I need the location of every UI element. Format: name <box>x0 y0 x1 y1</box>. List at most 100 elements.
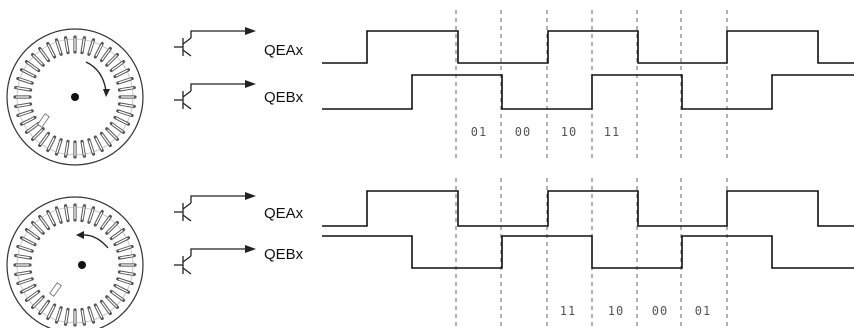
signal-arrowhead-icon <box>245 80 256 88</box>
encoder-slot-highlight <box>65 206 69 220</box>
encoder-slot-highlight <box>95 212 103 225</box>
encoder-slot-highlight <box>115 285 128 293</box>
encoder-slot-highlight <box>95 137 103 150</box>
waveform-qebx-1 <box>322 74 854 110</box>
waveform-qeax-1 <box>322 30 854 64</box>
encoder-slot-highlight <box>65 310 69 324</box>
encoder-slot-highlight <box>32 297 43 308</box>
state-label: 00 <box>515 125 531 139</box>
rotation-arrow-curve <box>85 61 107 92</box>
encoder-disk-2 <box>6 196 144 328</box>
waveform-qebx-2 <box>322 235 854 269</box>
state-label: 11 <box>604 125 620 139</box>
encoder-slot-highlight <box>27 123 39 133</box>
signal-label-qebx: QEBx <box>264 89 304 106</box>
encoder-slot-highlight <box>27 229 39 239</box>
encoder-slot-highlight <box>111 291 123 301</box>
signal-arrowhead-icon <box>245 245 256 253</box>
encoder-slot-highlight <box>120 103 134 107</box>
panel-2: QEAx QEBx 11 10 00 01 <box>6 178 854 328</box>
encoder-slot-highlight <box>22 285 35 293</box>
phototransistor-qea-2 <box>174 192 256 222</box>
encoder-slot-highlight <box>16 87 30 91</box>
state-label: 10 <box>561 125 577 139</box>
encoder-slot-highlight <box>18 78 32 84</box>
encoder-slot-highlight <box>115 117 128 125</box>
encoder-slot-highlight <box>39 301 49 313</box>
rotation-arrowhead-icon <box>103 89 110 97</box>
signal-label-qeax: QEAx <box>264 42 304 59</box>
encoder-slot-highlight <box>32 54 43 65</box>
encoder-slot-highlight <box>27 61 39 71</box>
state-label: 01 <box>471 125 487 139</box>
encoder-slot-highlight <box>101 301 111 313</box>
encoder-slot-highlight <box>65 38 69 52</box>
encoder-slot-highlight <box>47 44 55 57</box>
encoder-slot-highlight <box>16 103 30 107</box>
encoder-slot-highlight <box>27 291 39 301</box>
encoder-slot-highlight <box>22 117 35 125</box>
encoder-slot-highlight <box>111 123 123 133</box>
encoder-slot-highlight <box>47 137 55 150</box>
encoder-slot-highlight <box>16 255 30 259</box>
encoder-slot-highlight <box>115 69 128 77</box>
encoder-slot-highlight <box>32 129 43 140</box>
encoder-shaft-dot <box>71 93 79 101</box>
encoder-slot-highlight <box>101 217 111 229</box>
encoder-slot-highlight <box>39 133 49 145</box>
rotation-arrow-curve <box>81 234 109 249</box>
rotation-arrowhead-icon <box>76 231 84 239</box>
encoder-slot-highlight <box>111 229 123 239</box>
encoder-slot-highlight <box>16 271 30 275</box>
encoder-disk-1 <box>6 28 144 166</box>
encoder-slot-highlight <box>107 222 118 233</box>
signal-label-qebx: QEBx <box>264 246 304 263</box>
encoder-slot-highlight <box>32 222 43 233</box>
encoder-slot-highlight <box>107 54 118 65</box>
encoder-slot-highlight <box>95 305 103 318</box>
encoder-slot-highlight <box>56 140 62 154</box>
phototransistor-qea-1 <box>174 27 256 57</box>
encoder-slot-highlight <box>18 246 32 252</box>
encoder-slot-highlight <box>101 133 111 145</box>
encoder-slot-highlight <box>22 69 35 77</box>
state-label: 11 <box>560 304 576 318</box>
encoder-slot-highlight <box>81 206 85 220</box>
encoder-slot-highlight <box>88 140 94 154</box>
encoder-slot-highlight <box>120 271 134 275</box>
phototransistor-qeb-1 <box>174 80 256 110</box>
encoder-slot-highlight <box>39 49 49 61</box>
signal-arrowhead-icon <box>245 192 256 200</box>
signal-arrowhead-icon <box>245 27 256 35</box>
encoder-shaft-dot <box>78 261 86 269</box>
encoder-slot-highlight <box>120 87 134 91</box>
encoder-slot-highlight <box>101 49 111 61</box>
encoder-slot-highlight <box>88 208 94 222</box>
state-label: 10 <box>608 304 624 318</box>
encoder-slots <box>13 35 137 159</box>
encoder-slot-highlight <box>95 44 103 57</box>
encoder-index-slot <box>49 282 62 297</box>
encoder-slot-highlight <box>47 212 55 225</box>
encoder-slot-highlight <box>18 278 32 284</box>
encoder-slot-highlight <box>111 61 123 71</box>
encoder-slot-highlight <box>115 237 128 245</box>
encoder-slots <box>13 203 137 327</box>
encoder-slot-highlight <box>107 297 118 308</box>
panel-1: QEAx QEBx 01 00 10 11 <box>6 10 854 166</box>
encoder-slot-highlight <box>107 129 118 140</box>
encoder-slot-highlight <box>81 142 85 156</box>
encoder-slot-highlight <box>88 308 94 322</box>
encoder-slot-highlight <box>81 310 85 324</box>
state-label: 00 <box>652 304 668 318</box>
signal-label-qeax: QEAx <box>264 205 304 222</box>
encoder-slot-highlight <box>118 246 132 252</box>
encoder-index-slot <box>37 113 50 128</box>
encoder-slot-highlight <box>88 40 94 54</box>
waveform-qeax-2 <box>322 190 854 227</box>
state-label: 01 <box>695 304 711 318</box>
encoder-slot-highlight <box>120 255 134 259</box>
phototransistor-qeb-2 <box>174 245 256 275</box>
encoder-slot-highlight <box>56 208 62 222</box>
